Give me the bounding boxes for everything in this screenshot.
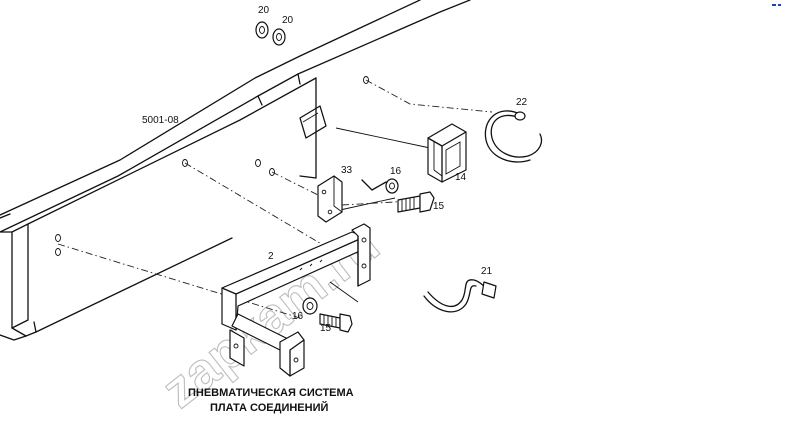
bracket-33 <box>317 175 387 223</box>
nut-16-upper <box>385 178 399 194</box>
harness-21 <box>423 279 497 313</box>
frame-rail <box>0 0 471 341</box>
callout-16-lower: 16 <box>292 311 304 322</box>
leader-lines <box>329 127 431 303</box>
corner-mark <box>772 4 781 6</box>
callout-14: 14 <box>455 172 467 183</box>
callout-21: 21 <box>481 266 493 277</box>
callout-33: 33 <box>341 165 353 176</box>
callout-20b: 20 <box>282 15 294 26</box>
callout-16-upper: 16 <box>390 166 402 177</box>
callout-20a: 20 <box>258 5 270 16</box>
callout-2: 2 <box>268 251 274 262</box>
diagram-caption: ПНЕВМАТИЧЕСКАЯ СИСТЕМА ПЛАТА СОЕДИНЕНИЙ <box>188 387 354 414</box>
caption-line-2: ПЛАТА СОЕДИНЕНИЙ <box>210 401 328 414</box>
callout-5001-08: 5001-08 <box>142 115 179 126</box>
nut-16-lower <box>302 297 318 315</box>
bolt-15-upper <box>397 191 435 213</box>
harness-22 <box>484 110 543 163</box>
callout-15-upper: 15 <box>433 201 445 212</box>
bolt-15-lower <box>319 313 353 333</box>
washer-20-pair <box>255 21 286 46</box>
callout-22: 22 <box>516 97 528 108</box>
caption-line-1: ПНЕВМАТИЧЕСКАЯ СИСТЕМА <box>188 387 354 399</box>
grommet-14 <box>427 123 467 183</box>
callout-15-lower: 15 <box>320 323 332 334</box>
bracket-2 <box>221 223 371 377</box>
callout-labels: 20 20 5001-08 22 33 16 14 15 2 21 16 15 <box>142 5 528 334</box>
